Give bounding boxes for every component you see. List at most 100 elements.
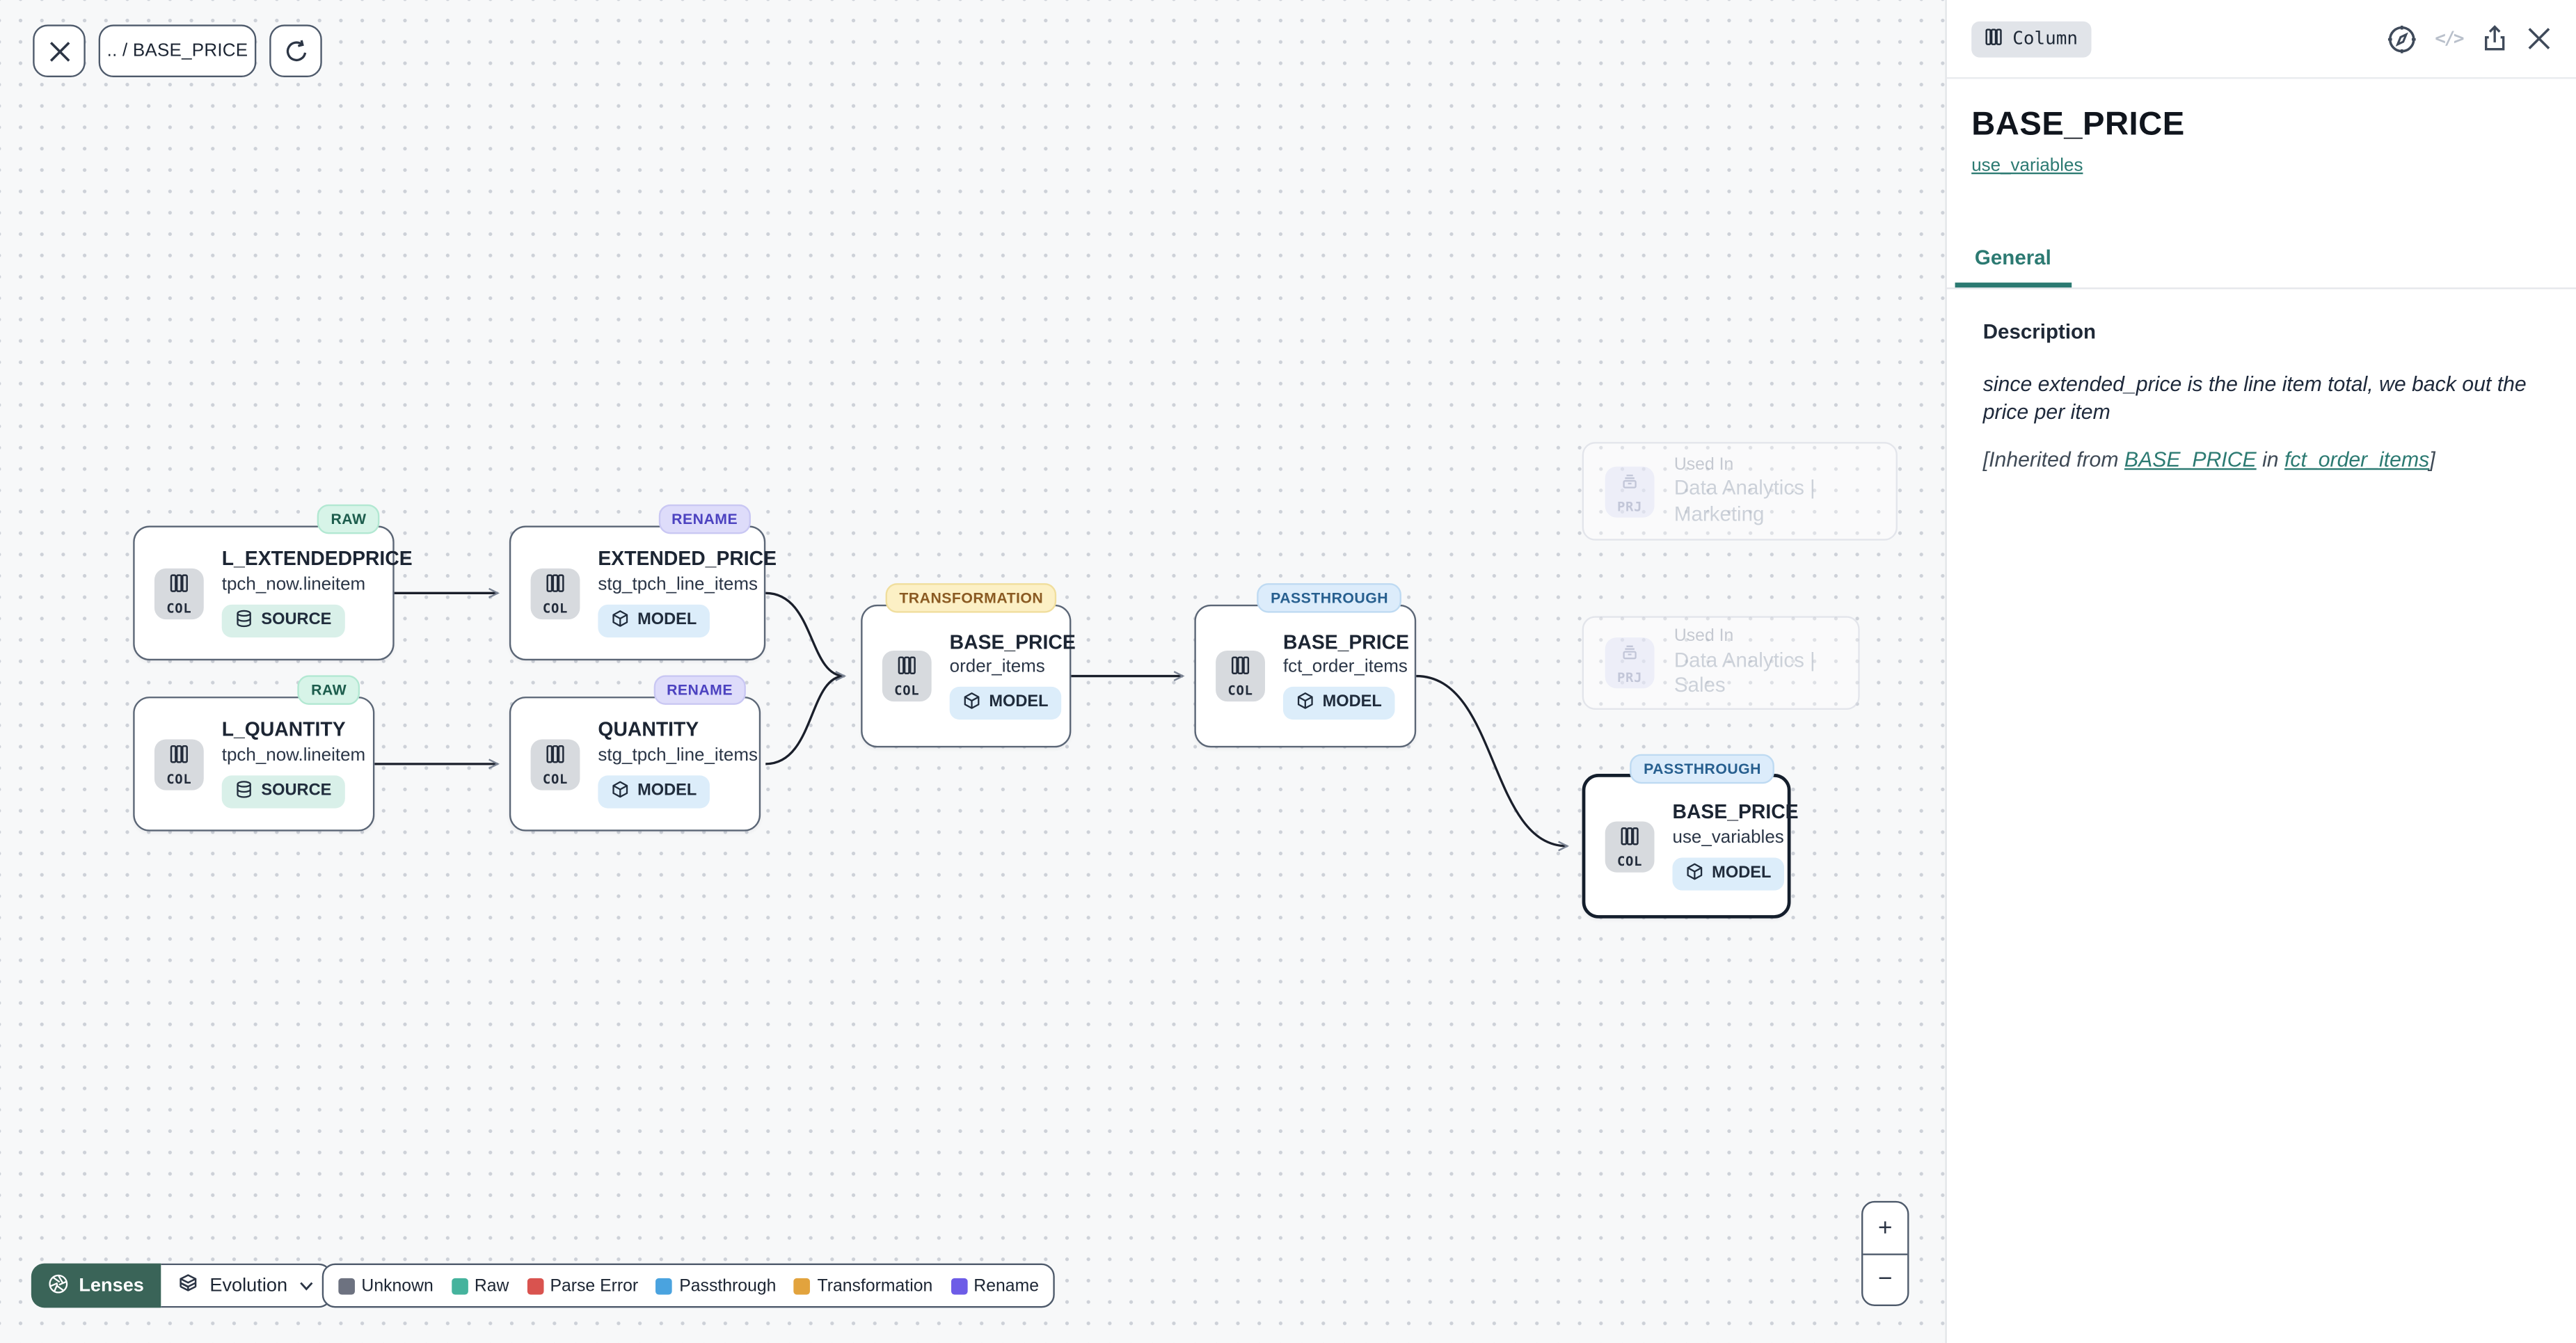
legend-label: Transformation <box>817 1276 933 1296</box>
details-panel: Column </> BASE_PRICE use_variables Gene… <box>1945 0 2576 1343</box>
model-chip: MODEL <box>949 687 1062 721</box>
used-in-card-marketing[interactable]: PRJ Used In Data Analytics | Marketing <box>1582 442 1898 541</box>
col-label: COL <box>1616 853 1643 868</box>
column-type-box: COL <box>1605 820 1655 872</box>
breadcrumb[interactable]: .. / BASE_PRICE <box>98 24 257 77</box>
node-title: QUANTITY <box>598 717 699 741</box>
columns-icon <box>169 742 189 771</box>
zoom-control: + − <box>1861 1200 1909 1306</box>
chip-label: MODEL <box>637 781 697 800</box>
column-type-box: COL <box>154 738 204 790</box>
column-type-box: COL <box>1216 650 1265 702</box>
legend-label: Unknown <box>361 1276 434 1296</box>
description-section: Description since extended_price is the … <box>1947 289 2576 472</box>
model-chip: MODEL <box>1282 687 1395 721</box>
prj-label: PRJ <box>1616 670 1643 685</box>
node-title: BASE_PRICE <box>949 630 1076 653</box>
node-title: BASE_PRICE <box>1282 630 1410 653</box>
model-chip: MODEL <box>1672 857 1785 891</box>
inherited-prefix: [Inherited from <box>1982 446 2124 472</box>
used-in-value: Data Analytics | Marketing <box>1673 477 1815 526</box>
panel-tabs: General <box>1946 237 2576 289</box>
legend-label: Parse Error <box>550 1276 639 1296</box>
legend-label: Passthrough <box>679 1276 777 1296</box>
lenses-aperture-icon <box>47 1273 69 1299</box>
node-base-price-order-items[interactable]: TRANSFORMATION COL BASE_PRICE order_item… <box>861 583 1076 748</box>
close-panel-button[interactable] <box>2527 26 2551 51</box>
lenses-button[interactable]: Lenses <box>31 1263 161 1308</box>
refresh-icon <box>283 38 308 63</box>
used-in-label: Used In <box>1673 454 1734 475</box>
share-button[interactable] <box>2481 24 2509 52</box>
columns-icon <box>1230 654 1250 683</box>
model-link[interactable]: use_variables <box>1971 156 2083 176</box>
source-chip: SOURCE <box>221 604 345 637</box>
column-type-box: COL <box>530 567 580 619</box>
node-extended-price[interactable]: RENAME COL EXTENDED_PRICE stg_tpch_line_… <box>509 504 777 661</box>
explore-compass-button[interactable] <box>2387 24 2417 53</box>
inherited-suffix: ] <box>2429 446 2435 472</box>
description-heading: Description <box>1982 320 2097 344</box>
legend-swatch <box>338 1277 355 1294</box>
chip-label: MODEL <box>1322 694 1382 713</box>
lenses-label: Lenses <box>79 1276 144 1296</box>
close-lineage-button[interactable] <box>33 24 86 77</box>
column-type-box: COL <box>154 567 204 619</box>
lens-select[interactable]: Evolution <box>160 1263 332 1308</box>
column-type-box: COL <box>530 738 580 790</box>
code-button[interactable]: </> <box>2435 28 2464 49</box>
legend-swatch <box>951 1277 967 1294</box>
columns-icon <box>897 654 916 683</box>
legend-item: Passthrough <box>656 1276 777 1296</box>
column-type-box: COL <box>882 650 932 702</box>
description-text: since extended_price is the line item to… <box>1982 371 2527 425</box>
entity-type-badge: Column <box>1971 20 2091 57</box>
node-subtitle: tpch_now.lineitem <box>221 574 366 595</box>
chip-label: SOURCE <box>261 611 332 630</box>
close-icon <box>49 40 70 62</box>
lineage-canvas[interactable]: .. / BASE_PRICE RAW COL L_EXTENDEDPRICE … <box>0 0 1946 1343</box>
inherited-column-link[interactable]: BASE_PRICE <box>2124 446 2257 472</box>
col-label: COL <box>894 683 920 699</box>
database-icon <box>235 610 253 633</box>
panel-title: BASE_PRICE <box>1971 106 2185 143</box>
tab-general[interactable]: General <box>1955 237 2072 288</box>
refresh-button[interactable] <box>269 24 322 77</box>
project-drawers-icon <box>1620 469 1639 498</box>
zoom-out-button[interactable]: − <box>1863 1255 1907 1305</box>
used-in-card-sales[interactable]: PRJ Used In Data Analytics | Sales <box>1582 616 1860 710</box>
node-subtitle: tpch_now.lineitem <box>221 745 366 765</box>
zoom-in-button[interactable]: + <box>1863 1202 1908 1255</box>
columns-icon <box>546 742 565 771</box>
legend-item: Transformation <box>794 1276 933 1296</box>
col-label: COL <box>166 600 192 616</box>
chevron-down-icon <box>299 1276 314 1295</box>
cube-icon <box>611 610 629 633</box>
evolution-badge: TRANSFORMATION <box>886 583 1057 613</box>
details-panel-header: Column </> <box>1946 0 2576 79</box>
model-chip: MODEL <box>598 775 710 809</box>
node-subtitle: order_items <box>949 658 1045 678</box>
col-label: COL <box>542 771 569 786</box>
evolution-badge: PASSTHROUGH <box>1630 754 1774 784</box>
legend-item: Unknown <box>338 1276 434 1296</box>
legend-label: Raw <box>474 1276 509 1296</box>
lens-controls: Lenses Evolution <box>31 1263 332 1308</box>
node-quantity[interactable]: RENAME COL QUANTITY stg_tpch_line_items … <box>509 675 761 832</box>
columns-icon <box>1985 27 2003 50</box>
entity-type-label: Column <box>2012 28 2078 49</box>
evolution-badge: RAW <box>317 504 380 534</box>
inherited-model-link[interactable]: fct_order_items <box>2284 446 2430 472</box>
breadcrumb-label: .. / BASE_PRICE <box>106 41 248 61</box>
evolution-badge: PASSTHROUGH <box>1257 583 1401 613</box>
legend-swatch <box>656 1277 673 1294</box>
node-l-quantity[interactable]: RAW COL L_QUANTITY tpch_now.lineitem SOU… <box>133 675 375 832</box>
node-title: L_EXTENDEDPRICE <box>221 547 413 571</box>
node-base-price-fct-order-items[interactable]: PASSTHROUGH COL BASE_PRICE fct_order_ite… <box>1194 583 1417 748</box>
node-l-extendedprice[interactable]: RAW COL L_EXTENDEDPRICE tpch_now.lineite… <box>133 504 413 661</box>
legend-swatch <box>527 1277 544 1294</box>
node-base-price-use-variables[interactable]: PASSTHROUGH COL BASE_PRICE use_variables… <box>1582 754 1799 919</box>
legend-item: Raw <box>451 1276 509 1296</box>
legend-label: Rename <box>973 1276 1040 1296</box>
